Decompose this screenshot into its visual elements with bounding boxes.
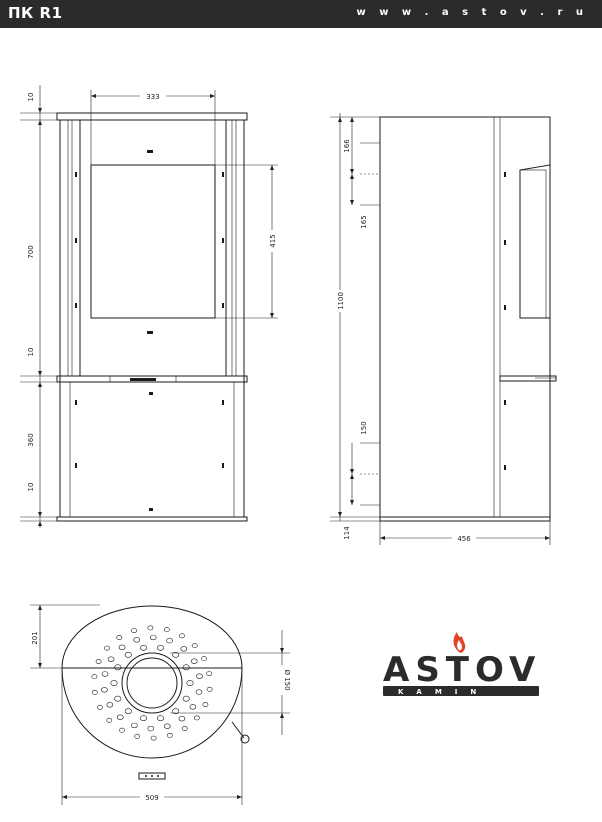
- vent-hole: [101, 687, 108, 693]
- vent-hole: [97, 704, 103, 710]
- side-depth-label: 456: [457, 535, 471, 543]
- model-title: ПК R1: [8, 4, 63, 22]
- vent-hole: [91, 690, 98, 695]
- vent-hole: [206, 686, 213, 692]
- logo-brand: ASTOV: [383, 650, 541, 690]
- vent-hole: [193, 715, 200, 721]
- top-front-offset-label: 201: [31, 631, 39, 644]
- vent-hole: [118, 644, 126, 650]
- header-bar: ПК R1 w w w . a s t o v . r u: [0, 0, 602, 28]
- vent-hole: [119, 727, 125, 733]
- vent-hole: [114, 695, 122, 702]
- vent-hole: [189, 704, 197, 710]
- side-total-height-label: 1100: [337, 292, 345, 310]
- vent-hole: [134, 733, 141, 739]
- top-width-label: 509: [145, 794, 158, 802]
- vent-hole: [196, 673, 203, 679]
- vent-hole: [106, 717, 113, 723]
- vent-hole: [116, 714, 124, 720]
- vent-hole: [164, 723, 171, 729]
- front-bottom-gap-label: 10: [27, 483, 35, 492]
- vent-hole: [131, 628, 137, 633]
- vent-hole: [163, 627, 170, 633]
- vent-hole: [101, 671, 109, 677]
- vent-hole: [178, 715, 186, 722]
- vent-hole: [147, 625, 154, 631]
- vent-hole: [114, 664, 122, 671]
- front-view: 333 10 700 10 360 10 415: [20, 85, 278, 528]
- vent-hole: [186, 680, 194, 686]
- vent-hole: [116, 635, 123, 640]
- side-upper-a-label: 166: [343, 139, 351, 153]
- astov-logo: ASTOV KAMIN: [383, 632, 541, 696]
- vent-hole: [180, 646, 188, 652]
- website-url[interactable]: w w w . a s t o v . r u: [356, 7, 588, 18]
- vent-hole: [182, 695, 190, 702]
- vent-hole: [147, 725, 155, 732]
- vent-hole: [124, 708, 132, 715]
- vent-hole: [202, 702, 209, 707]
- side-base-label: 114: [343, 526, 351, 540]
- vent-hole: [104, 645, 110, 651]
- vent-hole: [95, 659, 102, 664]
- front-top-gap-label: 10: [27, 93, 35, 102]
- vent-hole: [107, 656, 115, 662]
- vent-hole: [182, 664, 190, 671]
- vent-hole: [106, 702, 114, 708]
- vent-hole: [166, 733, 173, 738]
- top-view: 201 Ø 150 509: [30, 604, 291, 805]
- vent-hole: [166, 637, 173, 644]
- vent-hole: [206, 671, 213, 676]
- vent-hole: [195, 689, 203, 695]
- front-door-height-label: 700: [27, 245, 35, 258]
- vent-hole: [91, 674, 98, 680]
- vent-hole: [131, 722, 138, 729]
- vent-holes: [91, 625, 213, 741]
- vent-hole: [110, 680, 118, 686]
- side-upper-b-label: 165: [360, 215, 368, 228]
- vent-hole: [149, 634, 157, 641]
- front-width-label: 333: [146, 93, 159, 101]
- vent-hole: [140, 644, 148, 651]
- vent-hole: [133, 637, 140, 643]
- vent-hole: [140, 715, 148, 722]
- vent-hole: [157, 715, 165, 722]
- vent-hole: [150, 735, 157, 741]
- vent-hole: [190, 658, 198, 664]
- vent-hole: [201, 656, 207, 662]
- side-lower-a-label: 150: [360, 421, 368, 434]
- front-lower-height-label: 360: [27, 433, 35, 446]
- vent-hole: [179, 633, 185, 639]
- vent-hole: [181, 726, 188, 731]
- logo-sub: KAMIN: [398, 688, 489, 696]
- side-view: 1100 166 165 150 114 456: [330, 113, 557, 545]
- flue-diameter-label: Ø 150: [283, 669, 291, 690]
- glass-height-label: 415: [269, 234, 277, 247]
- vent-hole: [191, 643, 198, 649]
- vent-hole: [172, 708, 180, 715]
- vent-hole: [172, 651, 180, 658]
- vent-hole: [157, 644, 165, 651]
- front-mid-gap-label: 10: [27, 348, 35, 357]
- vent-hole: [124, 651, 132, 658]
